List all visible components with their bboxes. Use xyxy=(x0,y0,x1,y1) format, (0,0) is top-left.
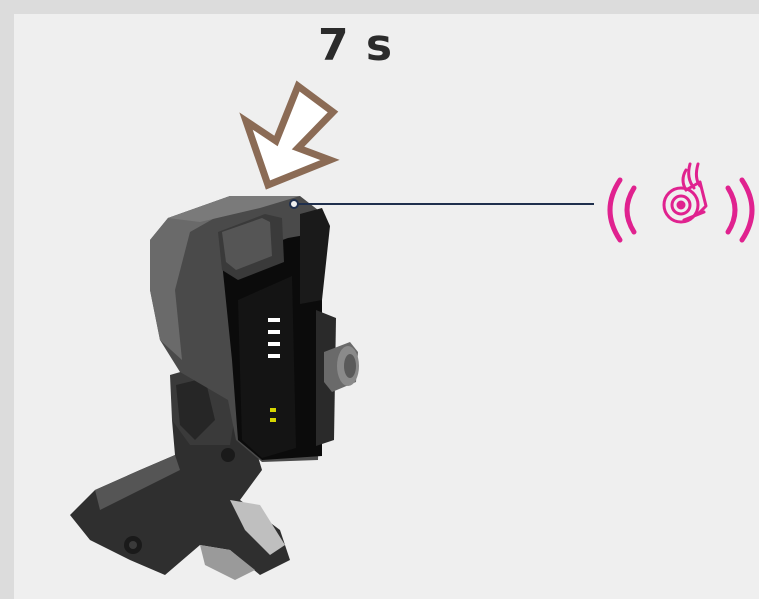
press-arrow-icon xyxy=(239,80,340,190)
hold-duration-label: 7 s xyxy=(318,20,394,71)
front-derailleur-illustration xyxy=(70,196,359,580)
winged-wheel-icon xyxy=(662,162,708,224)
leader-line xyxy=(289,199,594,209)
wireless-signal-icon xyxy=(607,177,755,243)
